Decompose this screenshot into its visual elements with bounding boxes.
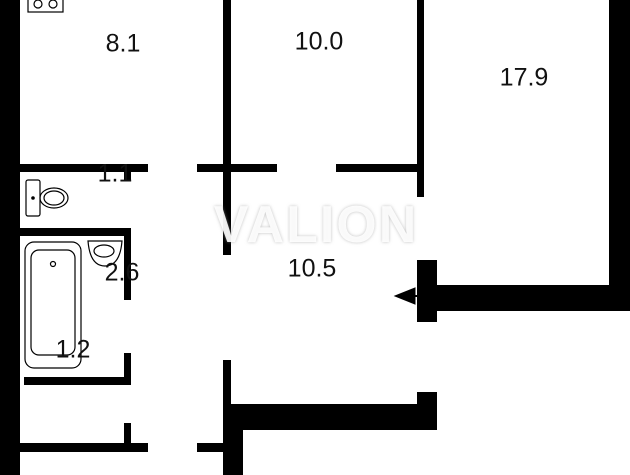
wall bbox=[223, 360, 231, 420]
wall bbox=[230, 404, 437, 430]
toilet-icon bbox=[25, 179, 69, 217]
room-area-toilet: 1.1 bbox=[97, 159, 133, 188]
wall bbox=[124, 423, 131, 452]
wall bbox=[20, 164, 148, 172]
bathtub-icon bbox=[24, 241, 82, 369]
wall bbox=[24, 377, 131, 385]
wall bbox=[0, 0, 20, 475]
wall bbox=[336, 164, 420, 172]
wall bbox=[20, 228, 131, 236]
stove-icon bbox=[27, 0, 64, 13]
room-area-bedroom: 10.0 bbox=[294, 27, 344, 56]
room-area-kitchen: 8.1 bbox=[105, 29, 141, 58]
wall bbox=[223, 0, 231, 255]
room-area-bathroom: 2.6 bbox=[104, 258, 140, 287]
room-area-living-room: 17.9 bbox=[499, 63, 549, 92]
room-area-closet: 1.2 bbox=[55, 335, 91, 364]
room-area-hallway: 10.5 bbox=[287, 254, 337, 283]
wall bbox=[609, 0, 630, 311]
wall bbox=[417, 285, 630, 311]
wall bbox=[223, 418, 243, 475]
sink-icon bbox=[87, 240, 123, 267]
wall bbox=[417, 0, 424, 197]
entrance-arrow-icon bbox=[393, 287, 463, 305]
wall bbox=[197, 164, 277, 172]
watermark: VALION bbox=[213, 196, 419, 254]
wall bbox=[124, 172, 131, 180]
wall bbox=[20, 443, 148, 452]
wall bbox=[124, 353, 131, 385]
wall bbox=[197, 443, 223, 452]
wall bbox=[417, 260, 437, 322]
wall bbox=[124, 228, 131, 300]
